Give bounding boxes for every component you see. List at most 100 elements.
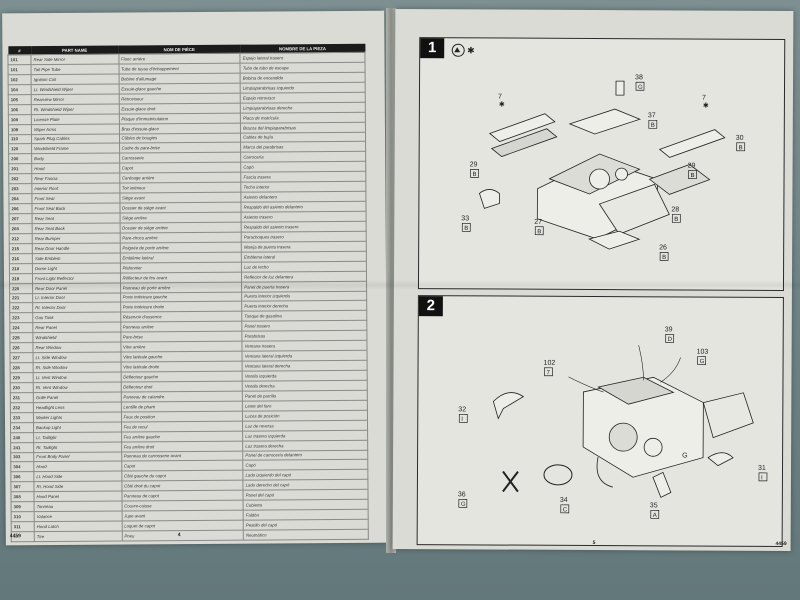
callout-number: 102 (544, 360, 556, 367)
part-callout: 34C (560, 497, 570, 513)
part-name: Front Seat Back (31, 203, 120, 214)
part-callout: 29B (470, 161, 479, 178)
sprue-letter-box (665, 334, 675, 343)
part-number: 307 (10, 481, 34, 493)
left-page: # PART NAME NOM DE PIÈCE NOMBRE DE LA PI… (2, 10, 388, 546)
exhaust-manifold-left (492, 392, 525, 420)
nom-de-piece: Pneu (121, 530, 244, 541)
sprue-letter: 7 (546, 370, 550, 376)
sprue-letter-box (461, 222, 471, 232)
part-number: 201 (8, 163, 32, 175)
callout-number: 27 (534, 219, 542, 226)
part-number: 106 (8, 104, 32, 115)
part-number: 304 (10, 462, 34, 473)
callout-number: 29 (688, 162, 696, 169)
part-name: Lt. Windshield Wiper (31, 83, 119, 95)
part-name: Front Seat (31, 193, 120, 204)
part-number: 232 (10, 402, 34, 413)
part-name: Ignition Coil (31, 73, 119, 85)
part-name: Tire (34, 531, 122, 542)
part-name: Rt. Windshield Wiper (31, 103, 119, 115)
part-name: Body (31, 153, 120, 164)
nombre-de-la-pieza: Neumático (243, 529, 369, 541)
part-number: 224 (9, 322, 33, 334)
part-number: 230 (10, 382, 34, 393)
part-number: 303 (10, 452, 34, 463)
part-number: 229 (10, 372, 34, 383)
part-name: Marker Lights (33, 411, 122, 423)
part-number: 228 (10, 362, 34, 373)
intake-manifold (568, 108, 642, 135)
sprue-letter: B (473, 172, 477, 178)
part-number: 226 (9, 342, 34, 353)
part-name: Rear Side Mirror (30, 54, 119, 65)
callout-number: 31 (758, 465, 766, 472)
part-name: Gas Tank (32, 312, 121, 323)
callout-number: 29 (470, 161, 478, 168)
page-gutter (386, 8, 396, 553)
distributor-part (615, 80, 625, 96)
engine-block-drawing (536, 153, 711, 240)
part-number: 225 (9, 332, 33, 343)
part-name: Lt. Interior Door (32, 292, 121, 304)
part-number: 102 (8, 74, 32, 85)
fold-crease (0, 280, 800, 290)
part-number: 215 (9, 243, 33, 254)
sprue-letter-box (688, 170, 697, 179)
part-name: Lt. Side Window (33, 352, 121, 363)
sprue-letter: I (461, 417, 463, 423)
spark-plug-wires (568, 345, 681, 393)
part-callout: 37B (648, 112, 658, 129)
sprue-letter-box (659, 251, 669, 261)
callout-number: 7 (498, 93, 502, 100)
part-callout: 102 7 (544, 360, 556, 377)
sprue-letter: B (651, 123, 655, 129)
part-name: Rt. Side Window (33, 362, 121, 373)
part-name: Rt. Vent Window (33, 381, 121, 393)
part-number: 212 (9, 233, 33, 244)
part-name: Tail Pipe Tube (31, 63, 119, 75)
paint-star-icon: ✱ (703, 102, 709, 110)
part-number: 221 (9, 293, 33, 304)
callout-number: 28 (671, 206, 679, 213)
part-number: 206 (8, 203, 33, 214)
sprue-letter: I (761, 475, 763, 481)
part-name: Backup Light (33, 421, 122, 433)
part-name: Rear Seat Back (32, 222, 120, 234)
part-number: 231 (10, 392, 34, 403)
part-callout: 26B (659, 244, 669, 261)
sprue-letter: B (674, 217, 678, 223)
left-page-number: 4 (177, 532, 181, 539)
part-name: Wiper Arms (31, 123, 120, 135)
part-callout: G (682, 452, 687, 459)
fan-part (502, 470, 519, 493)
part-number: 208 (9, 223, 33, 234)
valve-cover-right (658, 129, 726, 158)
part-name: Side Emblem (32, 252, 120, 264)
part-number: 241 (10, 442, 34, 453)
part-callout: 39D (665, 326, 675, 343)
part-name: Lt. Vent Window (33, 372, 121, 383)
part-callout: 29B (688, 162, 697, 179)
sprue-letter-box (544, 367, 553, 377)
part-number: 240 (10, 432, 34, 443)
sprue-letter: B (662, 255, 666, 261)
right-page-number: 5 (592, 540, 596, 547)
oil-pan-part (588, 230, 641, 250)
part-name: Rear Panel (32, 322, 121, 333)
engine-assembly-drawing (582, 376, 754, 488)
sprue-letter: G (461, 502, 466, 508)
callout-number: 34 (560, 497, 568, 504)
part-name: Hood Latch (34, 521, 122, 532)
sprue-letter: B (464, 226, 468, 232)
sprue-letter-box (648, 119, 658, 129)
callout-number: 30 (736, 135, 744, 142)
part-name: Windshield (32, 332, 121, 343)
part-callout: 36G (458, 491, 468, 508)
sprue-letter-box (458, 413, 468, 423)
part-name: Hood (31, 163, 120, 174)
